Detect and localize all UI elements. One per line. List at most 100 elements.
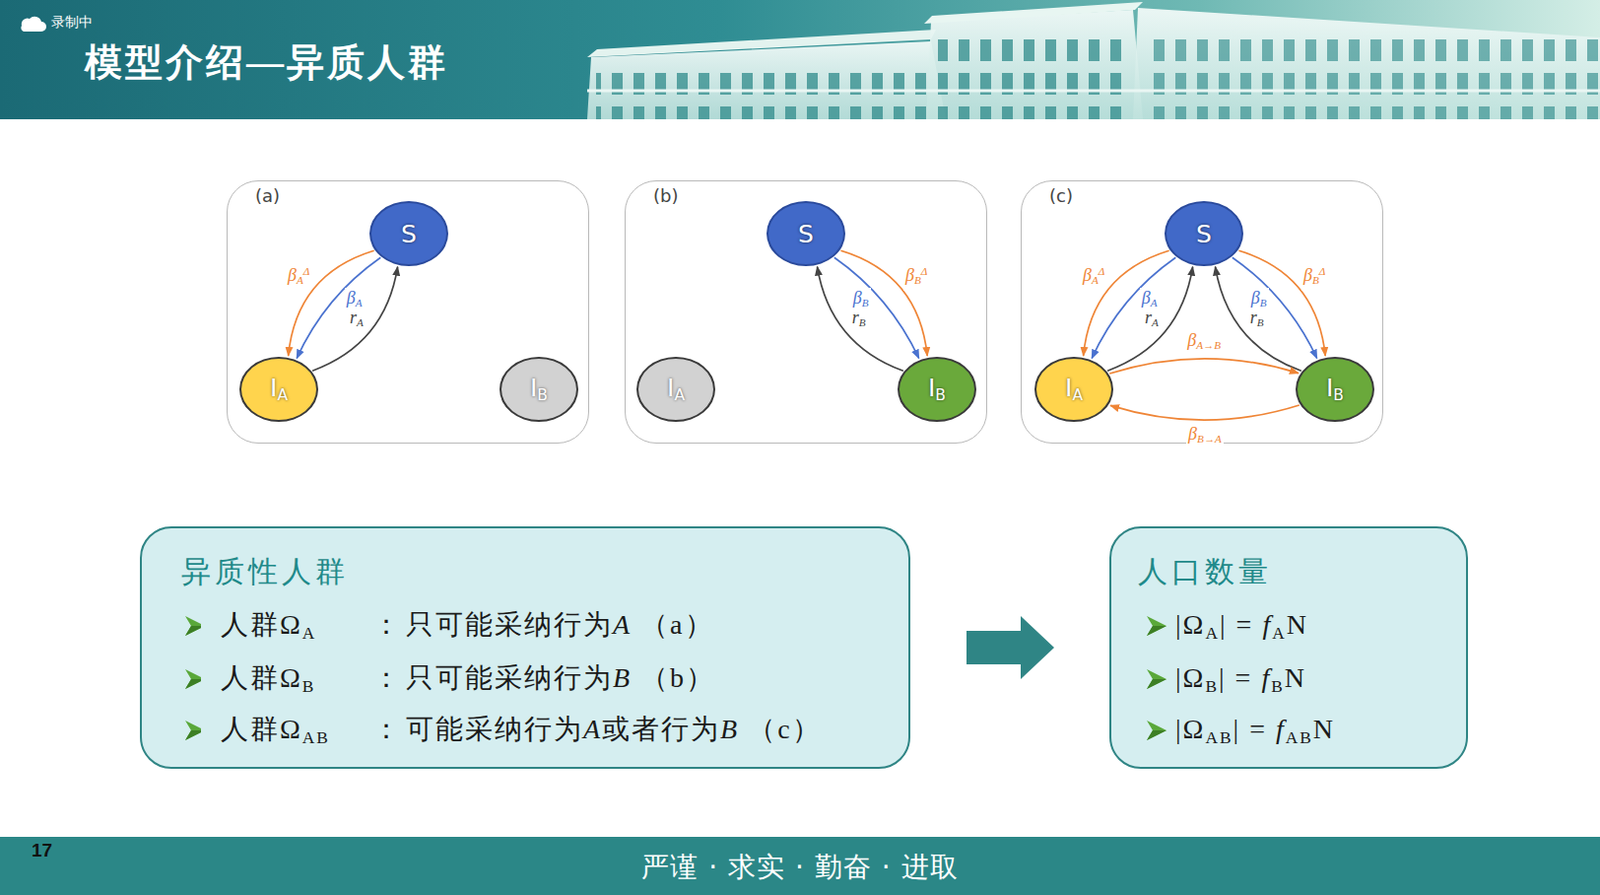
text-box: 异质性人群人群ΩA：只可能采纳行为A （a）人群ΩB：只可能采纳行为B （b）人… xyxy=(139,526,911,769)
connector xyxy=(1091,257,1176,358)
text-run: A xyxy=(276,387,288,405)
text-run: A xyxy=(1091,274,1099,287)
bullet-arrow-shade xyxy=(185,678,201,689)
text-run: I xyxy=(666,373,674,402)
text-run: β xyxy=(853,287,863,308)
text-run: B xyxy=(1312,274,1320,287)
text-run: β xyxy=(1082,266,1092,286)
connector xyxy=(1110,404,1300,420)
text-run: B→A xyxy=(1197,432,1222,445)
text-run: 异质性人群 xyxy=(181,554,349,588)
text-run: r xyxy=(852,307,860,328)
text-run: β xyxy=(1251,287,1261,308)
text-run: β xyxy=(905,265,915,285)
text-run: β xyxy=(1303,265,1313,285)
rate-label: βAΔ xyxy=(285,261,312,290)
text-run: r xyxy=(1250,307,1258,328)
text-box: 人口数量|ΩA| = fAN|ΩB| = fBN|ΩAB| = fABN xyxy=(1109,526,1468,769)
state-label: IB xyxy=(530,373,548,404)
text-run: N xyxy=(1313,713,1335,744)
text-run: ： xyxy=(372,713,402,744)
rate-label: βBΔ xyxy=(1301,261,1328,290)
panel-frame: (b) S IAI B xyxy=(624,180,988,444)
state-label: S xyxy=(400,219,417,249)
text-run: Δ xyxy=(921,265,929,277)
state-circle: S xyxy=(369,200,449,267)
panel-label: (a) xyxy=(255,185,280,206)
state-circle: S xyxy=(1164,200,1244,267)
block-arrow xyxy=(966,615,1055,679)
text-run: （b） xyxy=(631,662,716,693)
connector xyxy=(296,257,381,358)
box-text: ： xyxy=(372,711,402,747)
box-text: ： xyxy=(372,660,402,696)
state-circle: S xyxy=(766,200,846,267)
connector xyxy=(1107,266,1194,372)
text-run: A→B xyxy=(1196,338,1221,351)
connector xyxy=(834,257,920,358)
text-run: A xyxy=(673,387,685,405)
bullet-arrow xyxy=(1146,615,1167,636)
text-run: 只可能采纳行为 xyxy=(405,608,613,640)
rate-label: βAΔ xyxy=(1080,261,1107,290)
text-run: A xyxy=(302,623,318,643)
text-run: （a） xyxy=(631,608,714,640)
text-run: A xyxy=(1151,316,1159,329)
rate-label: rB xyxy=(1248,307,1267,333)
text-run: B xyxy=(612,662,632,693)
text-run: 人群Ω xyxy=(220,713,303,744)
text-run: A xyxy=(583,713,602,744)
text-run: B xyxy=(302,676,317,696)
connector xyxy=(1232,257,1318,358)
text-run: |Ω xyxy=(1175,713,1205,744)
connector xyxy=(312,266,399,372)
state-label: IA xyxy=(666,373,685,404)
box-text: 可能采纳行为A或者行为B （c） xyxy=(405,711,822,747)
state-circle: IA xyxy=(1034,356,1114,422)
text-run: 人口数量 xyxy=(1137,554,1272,588)
footer-motto: 严谨 · 求实 · 勤奋 · 进取 xyxy=(0,848,1600,886)
bullet-arrow xyxy=(185,615,201,636)
text-run: AB xyxy=(1285,728,1314,747)
text-run: r xyxy=(349,307,357,328)
panel-frame: (c) S IA IB xyxy=(1020,180,1384,444)
text-run: S xyxy=(400,219,417,249)
text-run: B xyxy=(1257,316,1265,329)
box-text: |ΩAB| = fABN xyxy=(1175,711,1335,756)
text-run: 或者行为 xyxy=(601,713,721,744)
text-run: B xyxy=(1270,676,1285,696)
text-run: r xyxy=(1144,307,1152,328)
state-circle: IA xyxy=(239,356,319,422)
text-run: Δ xyxy=(1098,265,1106,277)
text-run: （c） xyxy=(738,713,821,744)
text-run: B xyxy=(1333,387,1344,405)
panel-label: (b) xyxy=(653,185,678,206)
bullet-arrow xyxy=(1146,720,1167,740)
rate-label: rB xyxy=(850,307,868,333)
text-run: A xyxy=(1271,623,1287,643)
state-circle: IB xyxy=(1295,356,1375,422)
bullet-arrow-shade xyxy=(185,730,201,740)
text-run: B xyxy=(1204,676,1219,696)
text-run: β xyxy=(346,287,356,308)
text-run: B xyxy=(934,387,946,405)
box-text: 人群ΩAB xyxy=(220,711,331,756)
bullet-arrow xyxy=(185,668,201,689)
text-run: (c) xyxy=(1049,185,1073,206)
text-run: ： xyxy=(372,662,402,693)
text-run: 人群Ω xyxy=(220,608,303,640)
box-text: 只可能采纳行为A （a） xyxy=(405,606,715,643)
footer-band xyxy=(0,836,1600,895)
bullet-arrow-shade xyxy=(185,625,201,636)
bullet-arrow-shade xyxy=(1146,625,1167,636)
text-run: Δ xyxy=(303,265,311,277)
page-number: 17 xyxy=(31,839,53,862)
box-text: 人群ΩA xyxy=(220,606,317,652)
box-heading: 异质性人群 xyxy=(181,553,349,590)
rate-label: βBΔ xyxy=(903,261,930,290)
panel-label: (c) xyxy=(1049,185,1073,206)
state-circle: IA xyxy=(636,356,716,422)
connector xyxy=(1215,266,1302,372)
text-run: β xyxy=(1187,330,1197,350)
text-run: A xyxy=(612,608,632,640)
